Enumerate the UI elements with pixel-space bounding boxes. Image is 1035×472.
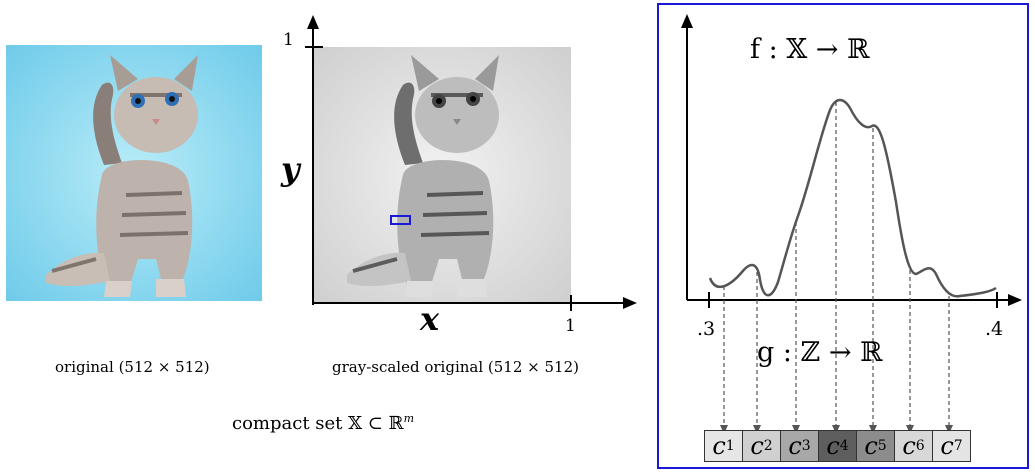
caption-original: original (512 × 512) <box>55 358 210 376</box>
caption-grayscale: gray-scaled original (512 × 512) <box>332 358 579 376</box>
y-tick-label: 1 <box>283 30 294 50</box>
f-curve <box>708 98 997 298</box>
x-tick-03: .3 <box>697 318 716 340</box>
grayscale-image <box>313 47 571 303</box>
x-tick-label: 1 <box>565 316 576 336</box>
x-tick-04: .4 <box>985 318 1004 340</box>
original-image <box>6 45 262 301</box>
plot-axes <box>681 14 1022 308</box>
sample-guides <box>723 102 950 429</box>
function-plot <box>681 14 1022 434</box>
y-axis-label: y <box>281 150 300 188</box>
gray-axes-figure <box>305 15 637 311</box>
function-panel <box>657 3 1029 469</box>
kitten-figure <box>46 55 198 297</box>
g-mapping-label: g : ℤ → ℝ <box>757 337 883 368</box>
f-mapping-label: f : 𝕏 → ℝ <box>750 34 870 65</box>
selection-box <box>390 215 411 225</box>
x-axis-label: x <box>420 300 440 338</box>
guide-arrowheads <box>720 425 953 434</box>
axes <box>305 15 637 311</box>
compact-set-caption: compact set 𝕏 ⊂ ℝm <box>232 412 415 434</box>
